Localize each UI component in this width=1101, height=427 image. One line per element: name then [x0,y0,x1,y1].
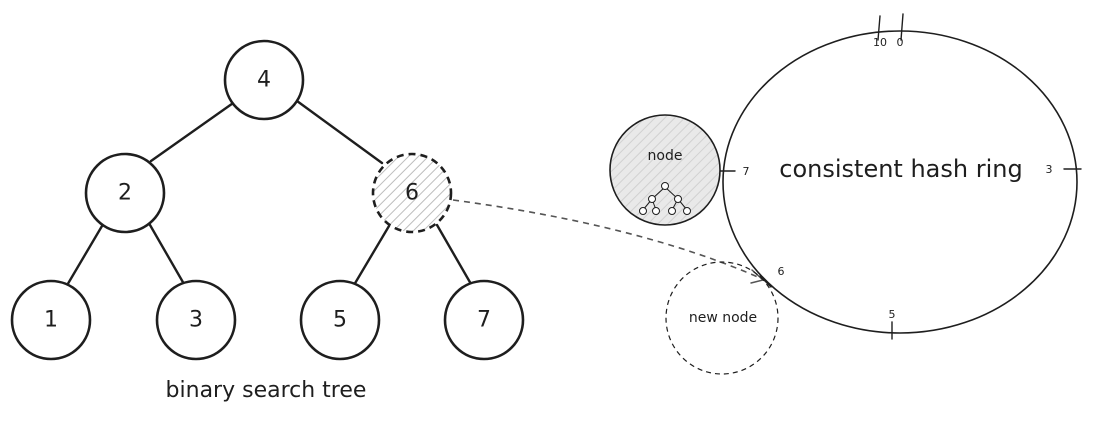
edge-2-1 [64,224,104,289]
ring-tick-10 [877,15,881,41]
tree-node-label: 1 [44,308,58,333]
tree-node-7: 7 [443,279,525,361]
consistent-hash-ring: 10 0 3 5 6 7 consistent hash ring [710,13,1082,340]
tree-node-label: 3 [189,308,203,333]
ring-position-label: 10 [873,36,887,49]
tree-edges [64,99,473,289]
ring-position-label: 0 [897,36,904,49]
ring-node-existing: node [609,114,721,226]
ring-position-label: 7 [743,165,750,178]
tree-node-label: 7 [477,308,491,333]
tree-node-6-highlighted: 6 [371,152,453,234]
tree-node-1: 1 [10,279,92,361]
ring-position-label: 3 [1046,163,1053,176]
dashed-connector [452,199,761,279]
tree-node-4: 4 [223,39,305,121]
ring-position-label: 6 [778,265,785,278]
tree-node-label: 4 [257,68,271,93]
edge-4-2 [149,99,238,163]
ring-node-label: new node [689,310,757,326]
hash-ring-circle [722,30,1078,334]
tree-icon [639,182,691,215]
edge-6-7 [435,223,473,286]
ring-position-label: 5 [889,308,896,321]
tree-node-5: 5 [299,279,381,361]
tree-node-label: 6 [405,181,419,206]
hash-ring-title: consistent hash ring [779,155,1022,183]
binary-search-tree: 4 2 6 1 3 5 7 binary search tree [10,39,525,403]
ring-node-label: node [648,148,683,164]
edge-4-6 [295,99,384,165]
edge-6-5 [352,224,391,287]
bst-caption: binary search tree [166,378,367,403]
tree-node-3: 3 [155,279,237,361]
tree-node-label: 5 [333,308,347,333]
edge-2-3 [148,223,186,286]
tree-node-2: 2 [84,152,166,234]
ring-node-new: new node [665,261,779,375]
ring-tick-0 [900,13,904,41]
tree-node-label: 2 [118,181,132,206]
